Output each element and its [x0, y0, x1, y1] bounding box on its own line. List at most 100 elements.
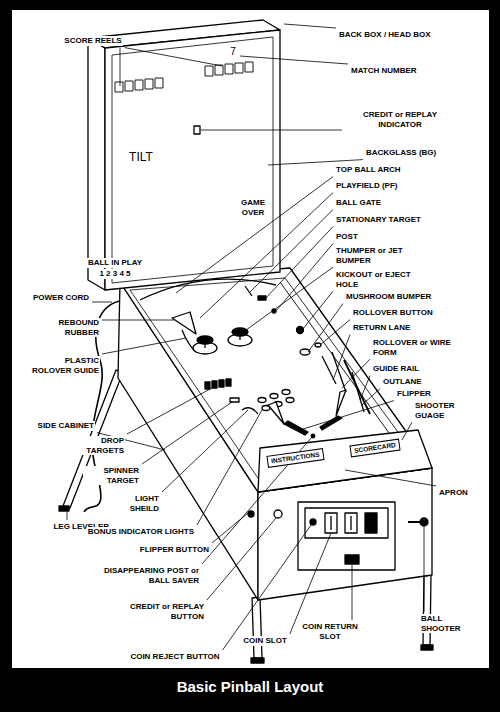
ball-shooter-knob	[420, 518, 428, 526]
part-label: TOP BALL ARCH	[335, 165, 402, 175]
part-label: CREDIT or REPLAY INDICATOR	[344, 110, 456, 129]
part-label: STATIONARY TARGET	[335, 215, 422, 225]
part-label: RETURN LANE	[352, 323, 411, 333]
part-label: ROLLOVER or WIRE FORM	[372, 338, 466, 357]
leader-line	[197, 410, 262, 525]
part-label: POST	[335, 232, 359, 242]
leg-leveler	[251, 658, 264, 663]
part-label: MUSHROOM BUMPER	[345, 292, 432, 302]
part-label: CREDIT or REPLAY BUTTON	[123, 602, 205, 621]
coin-slot	[365, 513, 377, 533]
backglass-text: GAME OVER	[234, 198, 272, 217]
part-label: PLASTIC ROLOVER GUIDE	[23, 356, 100, 375]
part-label: COIN SLOT	[242, 636, 288, 646]
leader-line	[102, 320, 174, 321]
coin-slot-opening	[350, 516, 351, 530]
leader-line	[127, 388, 212, 434]
leader-line	[352, 565, 353, 620]
spinner-target	[230, 398, 239, 402]
leader-line	[362, 389, 380, 405]
part-label: BACK BOX / HEAD BOX	[338, 30, 432, 40]
coin-slot	[325, 513, 337, 533]
leader-line	[242, 267, 333, 333]
leader-line	[240, 56, 348, 64]
part-label: LIGHT SHEILD	[108, 494, 160, 513]
leader-line	[250, 210, 333, 292]
part-label: BALL SHOOTER	[420, 614, 474, 633]
part-label: BONUS INDICATOR LIGHTS	[87, 527, 195, 537]
apron	[258, 430, 432, 492]
backglass-text: TILT	[128, 150, 154, 164]
leader-line	[120, 48, 121, 86]
coin-slot-opening	[330, 516, 331, 530]
white-panel	[12, 10, 489, 668]
slingshot	[336, 390, 346, 416]
leader-line	[308, 304, 343, 352]
backglass	[112, 37, 273, 283]
backbox-front	[105, 30, 280, 290]
leader-line	[67, 512, 68, 520]
part-label: MATCH NUMBER	[350, 66, 418, 76]
drop-target	[219, 380, 224, 387]
leader-line	[207, 518, 276, 600]
credit-indicator	[194, 126, 200, 134]
bonus-light	[282, 390, 290, 395]
credit-button	[274, 510, 282, 518]
leader-line	[264, 227, 333, 300]
guide-rail	[344, 360, 370, 414]
leader-line	[342, 359, 370, 388]
leader-line	[360, 376, 370, 400]
rebound-rubber	[172, 312, 196, 334]
leader-line	[284, 24, 336, 28]
part-label: GUIDE RAIL	[372, 364, 420, 374]
part-label: POWER CORD	[32, 293, 90, 303]
flipper-button	[248, 511, 254, 517]
backglass-text: 1 2 3 4 5	[98, 269, 131, 279]
leader-line	[276, 244, 333, 311]
part-label: BALL GATE	[335, 198, 382, 208]
part-label: DISAPPEARING POST or BALL SAVER	[88, 566, 200, 585]
leader-line	[92, 302, 112, 303]
leader-line	[125, 48, 222, 66]
bonus-light	[286, 398, 294, 403]
leader-line	[142, 402, 232, 464]
part-label: ROLLOVER BUTTON	[352, 308, 434, 318]
backglass-text: BALL IN PLAY	[87, 258, 143, 268]
flipper	[284, 421, 308, 435]
slingshot	[268, 402, 284, 424]
part-label: THUMPER or JET BUMPER	[335, 246, 419, 265]
match-number: 7	[229, 46, 237, 58]
part-label: SCORE REELS	[63, 36, 122, 46]
part-label: SHOOTER GUAGE	[414, 401, 468, 420]
part-label: FLIPPER BUTTON	[139, 545, 210, 555]
bumper-cap	[232, 328, 248, 336]
leader-line	[201, 130, 342, 131]
return-lane	[322, 356, 336, 384]
coin-slot	[345, 513, 357, 533]
part-label: SIDE CABINET	[37, 421, 95, 431]
leader-line	[200, 193, 333, 318]
leader-line	[102, 338, 186, 354]
bonus-light	[258, 398, 266, 403]
drop-target	[212, 381, 217, 388]
bumper-cap	[197, 336, 213, 344]
part-label: COIN RETURN SLOT	[298, 622, 362, 641]
leader-line	[162, 410, 248, 492]
coin-return-slot	[345, 555, 359, 564]
part-label: COIN REJECT BUTTON	[129, 652, 220, 662]
leg-leveler	[59, 506, 69, 511]
leader-line	[402, 422, 412, 440]
leader-line	[290, 533, 331, 634]
part-label: BACKGLASS (BG)	[365, 148, 437, 158]
part-label: KICKOUT or EJECT HOLE	[335, 270, 429, 289]
playfield	[120, 268, 432, 492]
part-label: PLAYFIELD (PF)	[335, 181, 398, 191]
outlane	[352, 372, 364, 412]
backbox-side	[88, 38, 105, 290]
caption: Basic Pinball Layout	[0, 678, 500, 696]
leader-line	[333, 335, 350, 380]
part-label: DROP TARGETS	[73, 436, 125, 455]
part-label: SPINNER TARGET	[83, 466, 140, 485]
